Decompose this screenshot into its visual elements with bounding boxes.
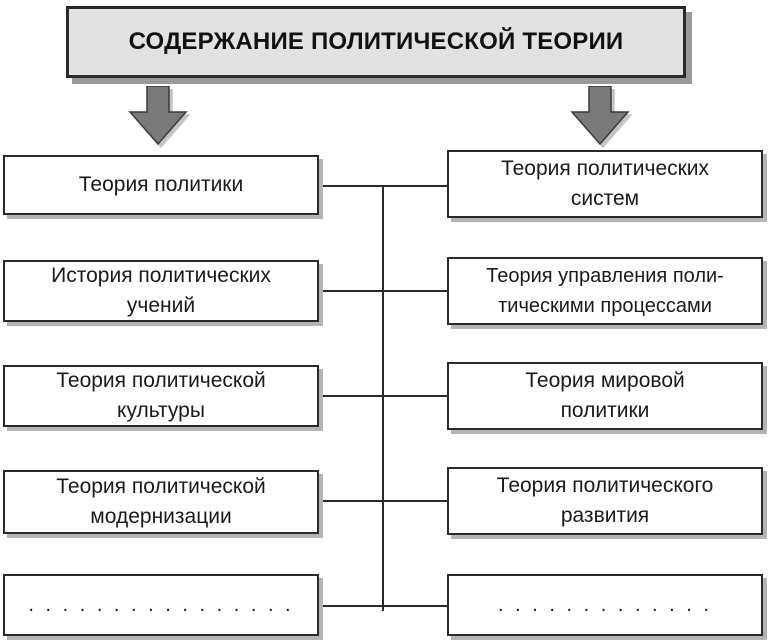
right-item-4-label: Теория политического развития xyxy=(496,474,714,527)
left-item-2-label: История политических учений xyxy=(51,264,271,317)
right-item-3-label: Теория мировой политики xyxy=(525,369,685,422)
right-item-1-label: Теория политических систем xyxy=(500,157,710,210)
connector-right-2 xyxy=(383,290,447,292)
connector-left-4 xyxy=(319,500,383,502)
left-item-4: Теория политической модернизации xyxy=(3,470,319,534)
left-item-1: Теория политики xyxy=(3,155,319,215)
connector-left-3 xyxy=(319,395,383,397)
right-item-3: Теория мировой политики xyxy=(447,362,763,430)
connector-left-1 xyxy=(319,185,383,187)
right-item-2: Теория управления поли- тическими процес… xyxy=(447,257,763,325)
right-item-4: Теория политического развития xyxy=(447,467,763,535)
vertical-connector xyxy=(382,185,384,611)
right-item-1: Теория политических систем xyxy=(447,150,763,218)
right-item-ellipsis: . . . . . . . . . . . . . xyxy=(447,574,763,636)
connector-left-2 xyxy=(319,290,383,292)
left-item-3: Теория политической культуры xyxy=(3,365,319,427)
left-item-3-label: Теория политической культуры xyxy=(56,369,266,422)
left-item-ellipsis-label: . . . . . . . . . . . . . . . . xyxy=(28,594,294,616)
left-item-4-label: Теория политической модернизации xyxy=(56,475,266,528)
connector-right-4 xyxy=(383,500,447,502)
left-down-arrow-icon xyxy=(128,86,188,146)
diagram-title: СОДЕРЖАНИЕ ПОЛИТИЧЕСКОЙ ТЕОРИИ xyxy=(128,28,624,55)
right-down-arrow-icon xyxy=(570,86,630,146)
right-item-2-label: Теория управления поли- тическими процес… xyxy=(486,265,724,317)
connector-right-3 xyxy=(383,395,447,397)
title-box: СОДЕРЖАНИЕ ПОЛИТИЧЕСКОЙ ТЕОРИИ xyxy=(66,6,686,78)
left-item-2: История политических учений xyxy=(3,260,319,322)
right-item-ellipsis-label: . . . . . . . . . . . . . xyxy=(498,594,712,616)
connector-right-1 xyxy=(383,185,447,187)
connector-right-5 xyxy=(383,605,447,607)
left-item-1-label: Теория политики xyxy=(78,173,244,196)
left-item-ellipsis: . . . . . . . . . . . . . . . . xyxy=(3,574,319,636)
connector-left-5 xyxy=(319,605,383,607)
